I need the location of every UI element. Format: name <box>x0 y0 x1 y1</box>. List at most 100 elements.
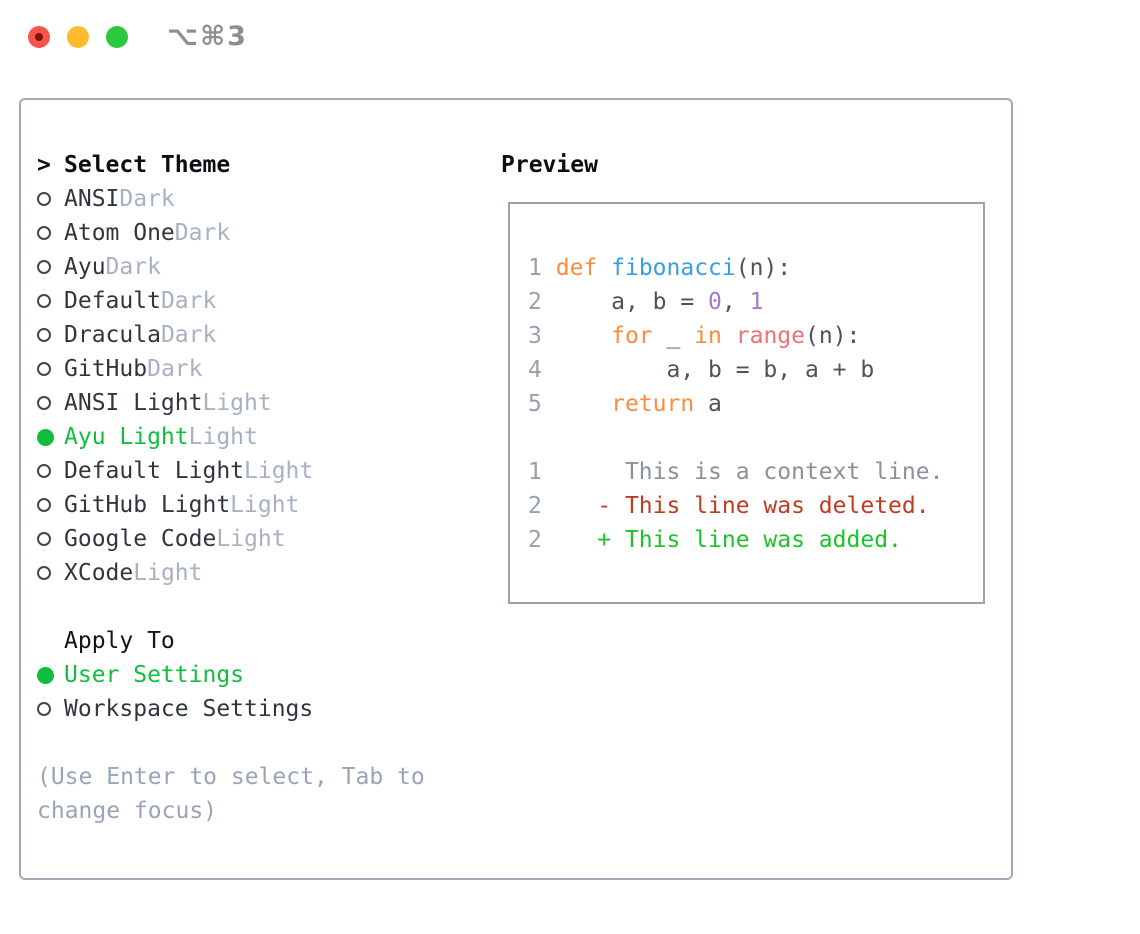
theme-variant-label: Dark <box>119 186 175 212</box>
theme-variant-label: Dark <box>174 220 231 246</box>
theme-option[interactable]: ANSI Light Light <box>37 386 425 420</box>
code-line: 2 - This line was deleted. <box>528 489 983 523</box>
option-label: User Settings <box>64 662 245 688</box>
apply-option[interactable]: User Settings <box>37 658 425 692</box>
theme-variant-label: Light <box>244 458 314 484</box>
option-label: Workspace Settings <box>64 696 314 722</box>
code-token-plain: a <box>694 391 722 417</box>
theme-option[interactable]: Dracula Dark <box>37 318 425 352</box>
code-token-const: 1 <box>749 289 764 315</box>
theme-option[interactable]: Default Dark <box>37 284 425 318</box>
minimize-button[interactable] <box>67 26 89 48</box>
theme-option[interactable]: Ayu Light Light <box>37 420 425 454</box>
option-label: Google Code <box>64 526 217 552</box>
code-line: 1 def fibonacci(n): <box>528 251 983 285</box>
select-theme-label: Select Theme <box>64 152 231 178</box>
code-token-plain <box>597 255 611 281</box>
code-token-plain: _ <box>652 323 695 349</box>
radio-icon <box>37 328 51 342</box>
code-token-num: 1 <box>528 459 542 485</box>
option-label: Ayu <box>64 254 106 280</box>
radio-icon <box>37 498 51 512</box>
radio-icon <box>37 362 51 376</box>
code-line: 2 + This line was added. <box>528 523 983 557</box>
maximize-button[interactable] <box>106 26 128 48</box>
radio-selected-icon <box>37 666 54 684</box>
theme-variant-label: Dark <box>147 356 203 382</box>
option-label: ANSI Light <box>64 390 203 416</box>
apply-to-label: Apply To <box>64 628 175 654</box>
option-label: GitHub <box>64 356 148 382</box>
code-token-num: 1 <box>528 255 542 281</box>
theme-option[interactable]: Default Light Light <box>37 454 425 488</box>
code-token-fn: fibonacci <box>611 255 736 281</box>
theme-variant-label: Dark <box>105 254 161 280</box>
code-token-plain <box>722 323 736 349</box>
spacer <box>37 590 425 624</box>
theme-variant-label: Light <box>230 492 300 518</box>
theme-variant-label: Light <box>216 526 286 552</box>
code-token-call: range <box>735 323 806 349</box>
option-label: Default <box>64 288 161 314</box>
code-line: 2 a, b = 0, 1 <box>528 285 983 319</box>
code-token-kw: def <box>555 255 598 281</box>
radio-icon <box>37 702 51 716</box>
option-label: GitHub Light <box>64 492 231 518</box>
theme-option[interactable]: GitHub Dark <box>37 352 425 386</box>
code-token-num: 5 <box>528 391 542 417</box>
window-title: ⌥⌘3 <box>167 21 248 52</box>
option-label: XCode <box>64 560 134 586</box>
code-token-kw: return <box>611 391 695 417</box>
code-token-ctx: This is a context line. <box>541 459 944 485</box>
code-token-kw: for <box>611 323 653 349</box>
theme-variant-label: Dark <box>160 322 217 348</box>
option-label: Dracula <box>64 322 161 348</box>
code-token-num: 2 <box>528 493 542 519</box>
code-token-plain: (n): <box>805 323 861 349</box>
code-token-del: - This line was deleted. <box>597 493 930 519</box>
preview-label: Preview <box>501 152 598 178</box>
radio-icon <box>37 260 51 274</box>
radio-selected-icon <box>37 428 54 446</box>
code-token-plain <box>542 527 597 553</box>
code-token-plain: , <box>721 289 750 315</box>
code-token-num: 3 <box>528 323 542 349</box>
theme-option[interactable]: XCode Light <box>37 556 425 590</box>
theme-option[interactable]: ANSI Dark <box>37 182 425 216</box>
radio-icon <box>37 396 51 410</box>
option-label: Atom One <box>64 220 175 246</box>
theme-option[interactable]: Ayu Dark <box>37 250 425 284</box>
radio-icon <box>37 464 51 478</box>
code-token-plain <box>542 493 597 519</box>
code-line: 3 for _ in range(n): <box>528 319 983 353</box>
option-label: ANSI <box>64 186 120 212</box>
option-label: Ayu Light <box>64 424 189 450</box>
select-theme-header: > Select Theme <box>37 148 425 182</box>
hint-line-1: (Use Enter to select, Tab to <box>37 764 425 790</box>
theme-variant-label: Light <box>202 390 272 416</box>
code-token-plain <box>542 323 611 349</box>
code-token-num: 4 <box>528 357 542 383</box>
option-label: Default Light <box>64 458 245 484</box>
theme-option[interactable]: GitHub Light Light <box>37 488 425 522</box>
code-token-plain: (n): <box>735 255 792 281</box>
code-token-const: 0 <box>708 289 722 315</box>
code-token-add: + This line was added. <box>597 527 902 553</box>
radio-icon <box>37 566 51 580</box>
code-line: 4 a, b = b, a + b <box>528 353 983 387</box>
theme-option[interactable]: Google Code Light <box>37 522 425 556</box>
apply-to-header: Apply To <box>37 624 425 658</box>
theme-variant-label: Light <box>188 424 258 450</box>
prompt-icon: > <box>37 152 51 178</box>
hint-line-2: change focus) <box>37 798 218 824</box>
code-line: 1 This is a context line. <box>528 455 983 489</box>
close-button[interactable] <box>28 26 50 48</box>
apply-option[interactable]: Workspace Settings <box>37 692 425 726</box>
code-token-plain <box>542 391 611 417</box>
theme-variant-label: Light <box>133 560 203 586</box>
theme-option[interactable]: Atom One Dark <box>37 216 425 250</box>
code-token-plain: a, b = b, a + b <box>541 357 875 383</box>
